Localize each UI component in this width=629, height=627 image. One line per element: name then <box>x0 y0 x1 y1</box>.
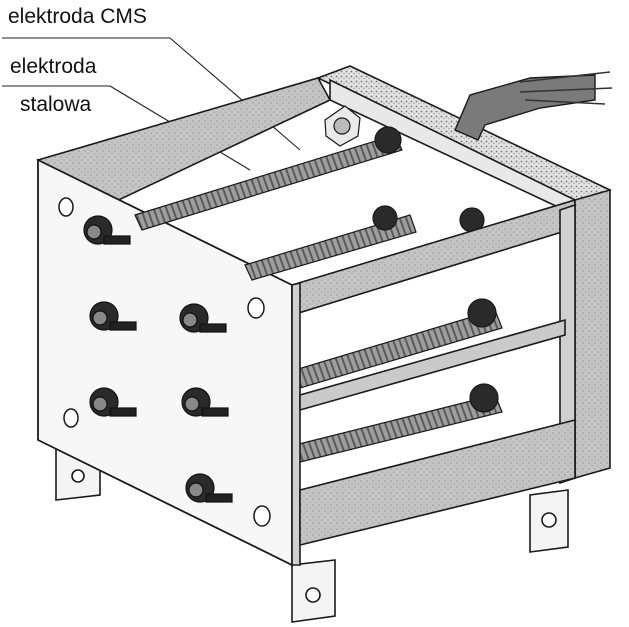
bolt-2 <box>89 301 137 331</box>
electrode-rods <box>134 105 503 463</box>
front-top-bar <box>291 198 576 317</box>
bolt-6 <box>185 473 233 503</box>
top-frame <box>36 65 612 217</box>
front-frame <box>291 188 611 566</box>
bolt-1 <box>83 215 131 245</box>
front-vertical-right <box>574 188 611 480</box>
front-vertical-left <box>291 281 301 566</box>
bolt-3 <box>179 303 227 333</box>
label-steel-electrode-line1: elektroda <box>10 55 97 78</box>
leader-cms-to-rod <box>169 37 301 151</box>
label-cms-electrode: elektroda CMS <box>8 5 147 28</box>
bolt-4 <box>89 387 137 417</box>
plate-holes <box>58 197 271 527</box>
cable-bundle <box>454 71 613 141</box>
cable <box>454 74 596 141</box>
front-bottom-bar <box>299 418 576 547</box>
rod-mid-upper <box>244 214 417 281</box>
rod-top <box>134 134 403 231</box>
front-mid-bar <box>299 318 566 412</box>
bolt-5 <box>181 387 229 417</box>
terminal-bolts <box>83 215 233 503</box>
label-steel-electrode-line2: stalowa <box>20 93 92 116</box>
